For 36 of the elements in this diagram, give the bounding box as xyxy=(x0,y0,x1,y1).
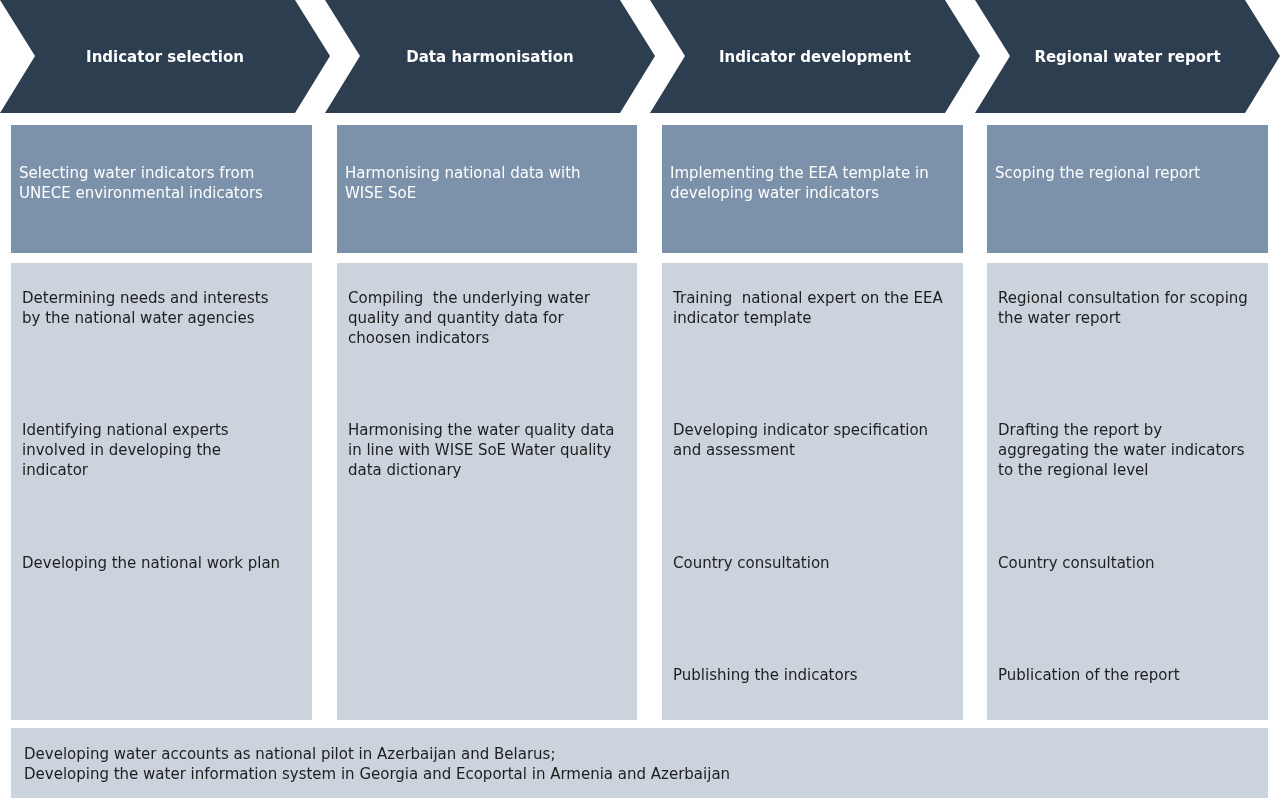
task-text: Regional consultation for scoping the water report xyxy=(998,288,1248,328)
task-text: Developing the national work plan xyxy=(22,553,282,573)
note-text: Developing water accounts as national pilot in Azerbaijan and Belarus; xyxy=(24,744,556,764)
note-text: Developing the water information system in Georgia and Ecoportal in Armenia and Azerbaijan xyxy=(24,764,731,784)
stage-banner xyxy=(325,0,655,113)
task-text: Drafting the report by aggregating the water indicators to the regional level xyxy=(998,420,1246,480)
stage-title: Data harmonisation xyxy=(405,47,575,67)
task-text: Compiling the underlying water quality and quantity data for choosen indicators xyxy=(348,288,591,348)
stage-description: Scoping the regional report xyxy=(995,163,1202,183)
task-text: Harmonising the water quality data in line with WISE SoE Water quality data dictionary xyxy=(348,420,616,480)
stage-header-panel xyxy=(987,125,1268,253)
stage-title: Indicator selection xyxy=(85,47,245,67)
task-text: Developing indicator specification and assessment xyxy=(673,420,930,460)
task-text: Country consultation xyxy=(673,553,831,573)
stage-header-panel xyxy=(337,125,637,253)
stage-title: Regional water report xyxy=(1033,47,1222,67)
stage-banner xyxy=(975,0,1280,113)
task-text: Publishing the indicators xyxy=(673,665,859,685)
task-panel xyxy=(337,263,637,720)
stage-description: Implementing the EEA template in developing water indicators xyxy=(670,163,930,203)
note-panel xyxy=(11,728,1268,798)
task-text: Training national expert on the EEA indicator template xyxy=(673,288,943,328)
task-text: Country consultation xyxy=(998,553,1156,573)
task-text: Determining needs and interests by the national water agencies xyxy=(22,288,270,328)
stage-banner xyxy=(0,0,330,113)
stage-banner xyxy=(650,0,980,113)
stage-header-panel xyxy=(11,125,312,253)
stage-title: Indicator development xyxy=(718,47,912,67)
task-text: Identifying national experts involved in developing the indicator xyxy=(22,420,230,480)
task-panel xyxy=(11,263,312,720)
task-panel xyxy=(987,263,1268,720)
stage-header-panel xyxy=(662,125,963,253)
stage-description: Harmonising national data with WISE SoE xyxy=(345,163,582,203)
stage-description: Selecting water indicators from UNECE environmental indicators xyxy=(19,163,264,203)
task-panel xyxy=(662,263,963,720)
task-text: Publication of the report xyxy=(998,665,1181,685)
